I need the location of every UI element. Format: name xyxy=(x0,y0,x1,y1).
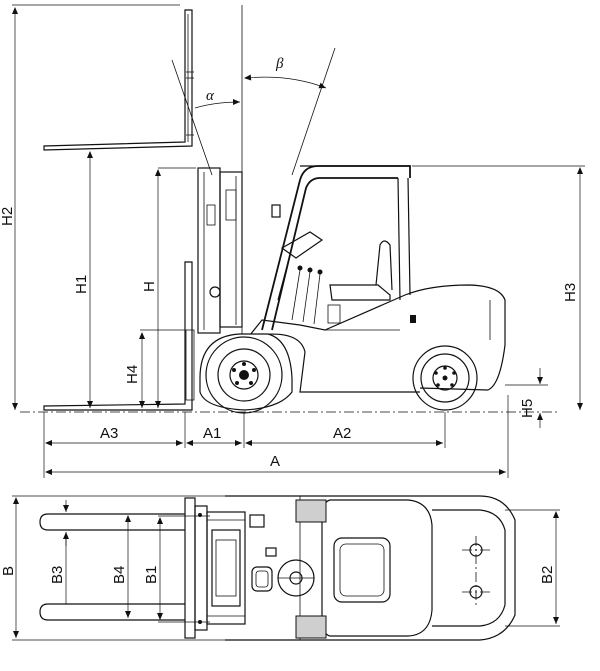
h4-label: H4 xyxy=(124,365,141,384)
front-wheel xyxy=(199,333,293,414)
h2-label: H2 xyxy=(0,207,16,226)
lowered-fork xyxy=(43,261,195,411)
h1-label: H1 xyxy=(73,275,90,294)
mast xyxy=(197,167,243,334)
a1-label: A1 xyxy=(203,425,221,442)
a3-label: A3 xyxy=(100,425,118,442)
alpha-label: α xyxy=(206,88,215,104)
b-label: B xyxy=(0,566,17,576)
top-carriage xyxy=(184,497,246,639)
b1-label: B1 xyxy=(143,566,160,584)
alpha-arc xyxy=(194,99,241,109)
top-forks xyxy=(39,513,185,621)
top-steering-wheel xyxy=(249,514,315,597)
beta-label: β xyxy=(275,56,284,72)
rear-wheel xyxy=(412,345,478,411)
truck-body xyxy=(249,284,506,393)
tilt-line-forward xyxy=(171,59,213,176)
raised-fork xyxy=(43,9,194,151)
beta-arc xyxy=(244,74,327,89)
tread-plate-bottom xyxy=(295,615,327,639)
tread-plate-top xyxy=(295,499,327,523)
overhead-guard xyxy=(261,165,411,331)
top-view: B B3 B4 B1 B2 xyxy=(0,495,560,641)
h-label: H xyxy=(141,281,158,292)
side-view: α β xyxy=(0,4,585,478)
a2-label: A2 xyxy=(333,425,351,442)
a-label: A xyxy=(270,453,280,470)
h3-label: H3 xyxy=(562,283,579,302)
tilt-line-back xyxy=(291,47,336,176)
b2-label: B2 xyxy=(539,566,556,584)
top-rear-axle xyxy=(462,536,492,606)
b3-label: B3 xyxy=(49,566,66,584)
b4-label: B4 xyxy=(111,566,128,584)
h5-label: H5 xyxy=(519,399,536,418)
operator-area xyxy=(277,231,393,325)
